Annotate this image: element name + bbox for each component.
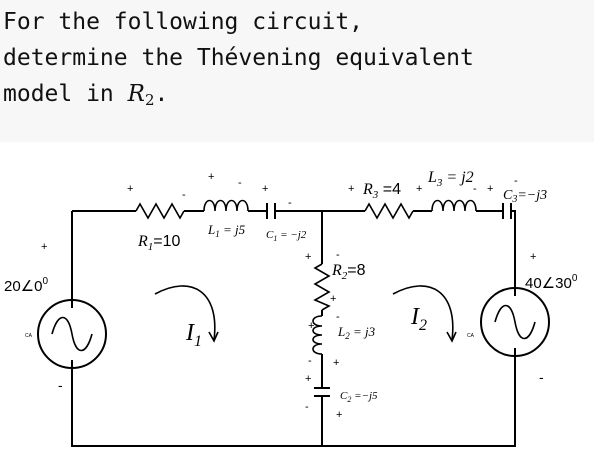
polarity-marks: + - + - + - + + - + - - + + - + - + + - (41, 171, 544, 421)
resistor-r2 (313, 263, 331, 311)
polarity-r2-minus: - (336, 249, 340, 261)
capacitor-c1 (266, 203, 276, 219)
polarity-c2-plus-b: + (336, 409, 342, 421)
circuit-diagram: R1=10 L1 = j5 C1 = −j2 R2=8 L2 = j3 C2 =… (4, 169, 578, 447)
question-variable-subscript: 2 (144, 91, 155, 109)
label-c3: C3=−j3 (503, 188, 547, 205)
label-l1: L1 = j5 (207, 222, 246, 239)
label-source-left: 20∠00 (4, 276, 48, 295)
polarity-l2-minus-b: - (308, 355, 312, 367)
polarity-r1-minus: - (182, 189, 186, 201)
wire-left-bottom (71, 360, 322, 447)
circuit-figure: R1=10 L1 = j5 C1 = −j2 R2=8 L2 = j3 C2 =… (0, 142, 594, 473)
polarity-r1-plus: + (127, 183, 133, 195)
label-l3: L3 = j2 (427, 169, 474, 189)
polarity-r3-plus: + (348, 183, 354, 195)
arrow-head-i2 (446, 331, 457, 343)
sine-icon-right (494, 304, 536, 340)
loop-arrow-i1 (154, 285, 216, 341)
label-i1: I1 (185, 320, 202, 350)
polarity-c1-minus: - (288, 197, 292, 209)
label-c2: C2 =−j5 (340, 390, 378, 404)
polarity-c3-minus: - (514, 175, 518, 187)
polarity-c2-plus: + (305, 373, 311, 385)
polarity-source-left-plus: + (41, 241, 47, 253)
wire-right-top (511, 210, 516, 296)
inductor-l3 (431, 199, 477, 212)
resistor-r3 (364, 202, 414, 220)
label-r1: R1=10 (137, 233, 181, 253)
question-line-3-suffix: . (154, 81, 169, 107)
question-line-1: For the following circuit, (3, 9, 364, 35)
question-line-3: model in R2. (3, 81, 169, 109)
source-right-circle (480, 287, 550, 357)
question-variable-letter: R (127, 81, 145, 107)
question-text: For the following circuit, determine the… (3, 4, 591, 118)
resistor-r1 (135, 202, 185, 220)
inductor-l1 (203, 199, 249, 212)
label-source-left-type: CA (25, 333, 33, 339)
polarity-l2-plus: + (308, 320, 314, 332)
polarity-l1-plus: + (208, 171, 214, 183)
question-line-3-prefix: model in (3, 81, 128, 107)
polarity-source-left-minus: - (58, 377, 63, 393)
polarity-c1-plus: + (262, 183, 268, 195)
polarity-r2-plus-b: + (330, 293, 336, 305)
label-r2: R2=8 (331, 262, 366, 282)
polarity-source-right-minus: - (539, 369, 544, 385)
capacitor-c3 (502, 203, 512, 219)
label-source-right: 40∠300 (525, 273, 578, 292)
polarity-r2-plus: + (305, 251, 311, 263)
polarity-l1-minus: - (238, 177, 242, 189)
label-l2: L2 = j3 (337, 324, 376, 341)
polarity-l2-plus-b: + (333, 357, 339, 369)
wire-right-bottom (322, 348, 516, 447)
arrow-head-i1 (208, 331, 219, 343)
question-line-2: determine the Thévening equivalent (3, 45, 474, 71)
polarity-source-right-plus: + (530, 251, 536, 263)
sine-icon-left (51, 316, 93, 352)
polarity-l2-minus: - (336, 311, 340, 323)
label-r3: R3 =4 (362, 181, 401, 201)
source-left-circle (37, 299, 107, 369)
capacitor-c2 (314, 387, 330, 397)
label-i2: I2 (410, 304, 427, 334)
polarity-l3-plus: + (416, 183, 422, 195)
label-c1: C1 = −j2 (266, 229, 307, 243)
polarity-c2-minus: - (305, 401, 309, 413)
circuit-wires (71, 210, 516, 447)
inductor-l2 (312, 315, 323, 355)
polarity-c3-plus: + (487, 183, 493, 195)
question-variable: R2 (127, 81, 155, 109)
polarity-l3-minus: - (473, 183, 477, 195)
label-source-right-type: CA (467, 333, 475, 339)
loop-arrow-i2 (392, 285, 454, 341)
circuit-components (37, 199, 550, 397)
